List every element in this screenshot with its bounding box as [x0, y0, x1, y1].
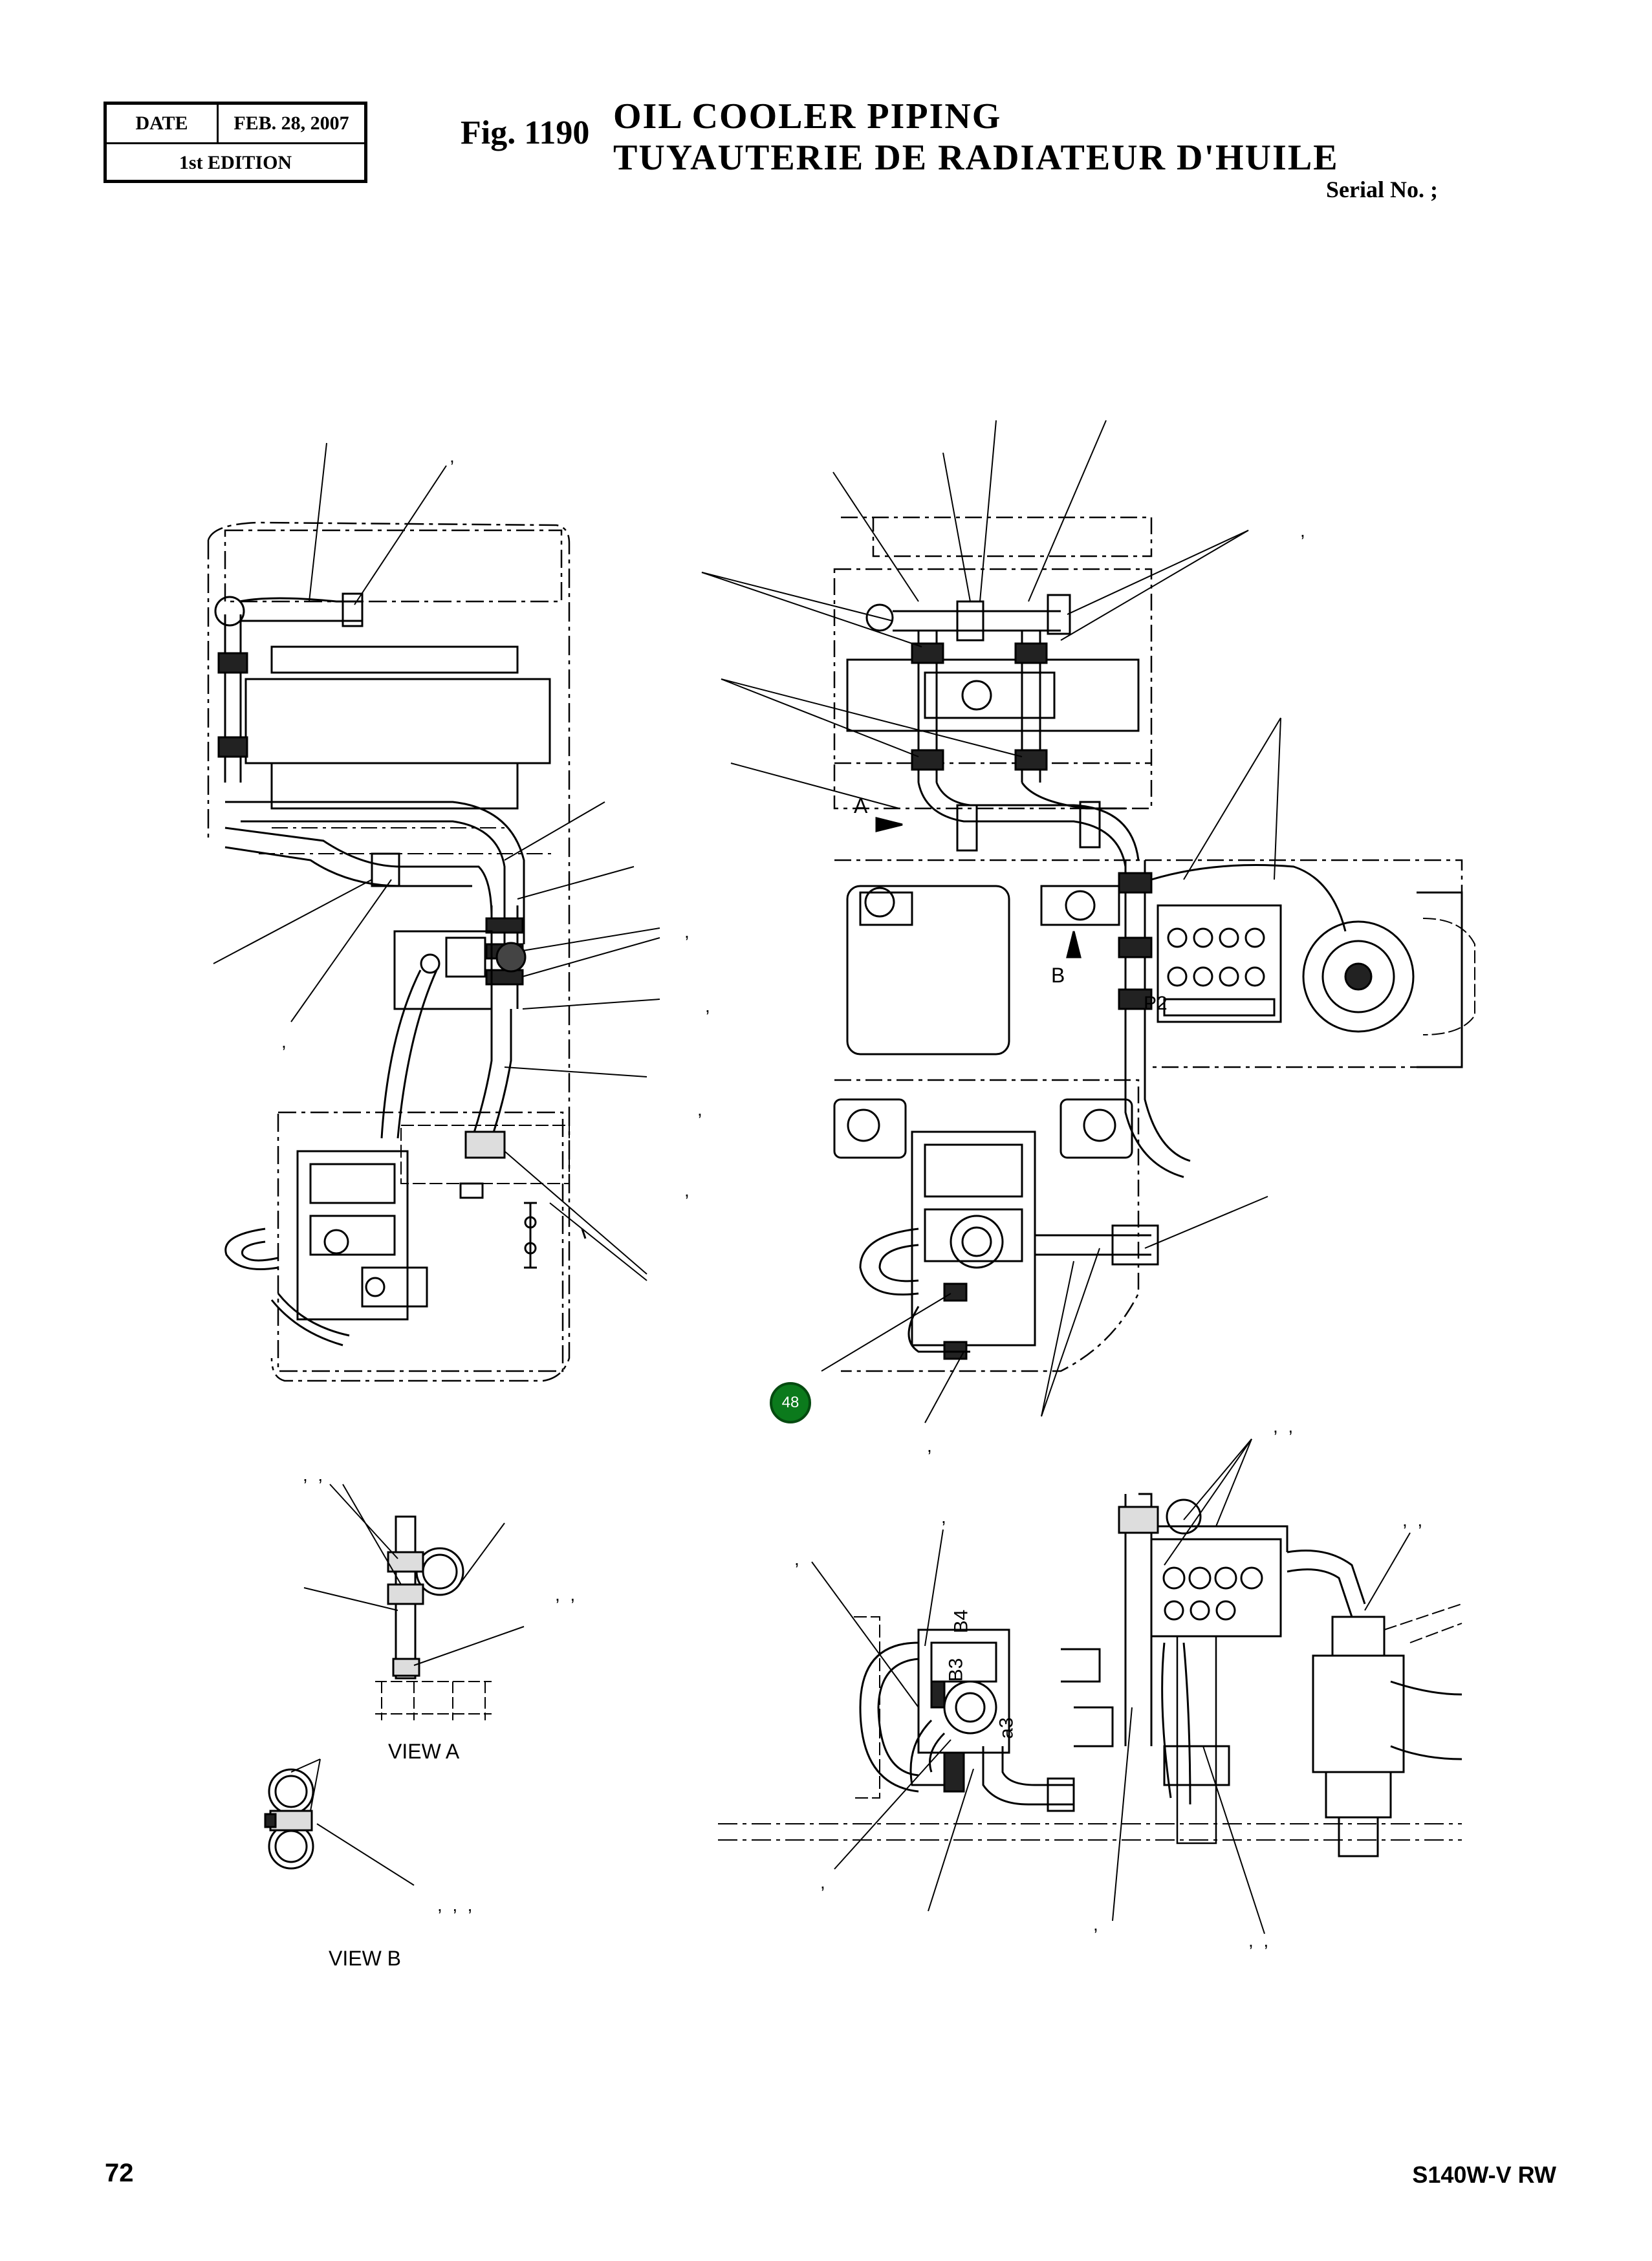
- view-a-arrow-label: A: [854, 794, 868, 817]
- edition-label: 1st EDITION: [179, 152, 292, 173]
- callout-11: , ,: [303, 1465, 323, 1485]
- side-view-drawing: [718, 1493, 1462, 1857]
- date-label: DATE: [107, 105, 219, 142]
- callout-17: ,: [697, 1099, 702, 1120]
- page-number: 72: [105, 2159, 134, 2187]
- view-a-drawing: [303, 1484, 525, 1720]
- callout-1: ,: [450, 446, 455, 466]
- port-a3-label: a3: [995, 1717, 1017, 1739]
- date-box: DATE FEB. 28, 2007 1st EDITION: [103, 102, 367, 183]
- callout-10: , ,: [1402, 1510, 1423, 1530]
- callout-9: , ,: [1273, 1416, 1294, 1436]
- model-name: S140W-V RW: [1412, 2161, 1556, 2188]
- date-row: DATE FEB. 28, 2007: [107, 105, 364, 144]
- date-value: FEB. 28, 2007: [234, 113, 349, 134]
- callout-18: , ,: [1248, 1931, 1269, 1951]
- title-french: TUYAUTERIE DE RADIATEUR D'HUILE: [613, 138, 1339, 178]
- callout-3: ,: [684, 922, 690, 942]
- view-b-arrow-label: B: [1051, 964, 1065, 987]
- left-top-view: [207, 521, 587, 1382]
- callout-15: , , ,: [437, 1895, 473, 1915]
- callout-4: ,: [705, 996, 710, 1016]
- callout-2: ,: [1300, 521, 1305, 541]
- view-b-drawing: [264, 1758, 415, 1886]
- view-a-label: VIEW A: [388, 1740, 460, 1763]
- callout-13: ,: [820, 1872, 825, 1892]
- figure-number: Fig. 1190: [461, 114, 590, 151]
- callout-16: ,: [1093, 1914, 1098, 1934]
- callout-12: ,: [794, 1549, 799, 1569]
- callout-8: ,: [941, 1507, 946, 1527]
- left-leader-lines: [213, 442, 660, 1281]
- side-view-leader-lines: [811, 1438, 1411, 1934]
- port-b3-label: B3: [945, 1658, 967, 1682]
- title-english: OIL COOLER PIPING: [613, 96, 1002, 136]
- callout-7: ,: [927, 1436, 932, 1456]
- serial-number-label: Serial No. ;: [1326, 177, 1438, 202]
- port-b4-label: B4: [950, 1609, 972, 1634]
- callout-5: ,: [684, 1180, 690, 1200]
- port-p2-label: P2: [1144, 993, 1168, 1014]
- part-48-callout[interactable]: 48: [770, 1382, 811, 1423]
- right-leader-lines: [701, 420, 1281, 1423]
- view-b-label: VIEW B: [329, 1947, 402, 1970]
- callout-6: ,: [281, 1032, 287, 1052]
- right-top-view: [833, 516, 1475, 1372]
- callout-14: , ,: [555, 1585, 576, 1605]
